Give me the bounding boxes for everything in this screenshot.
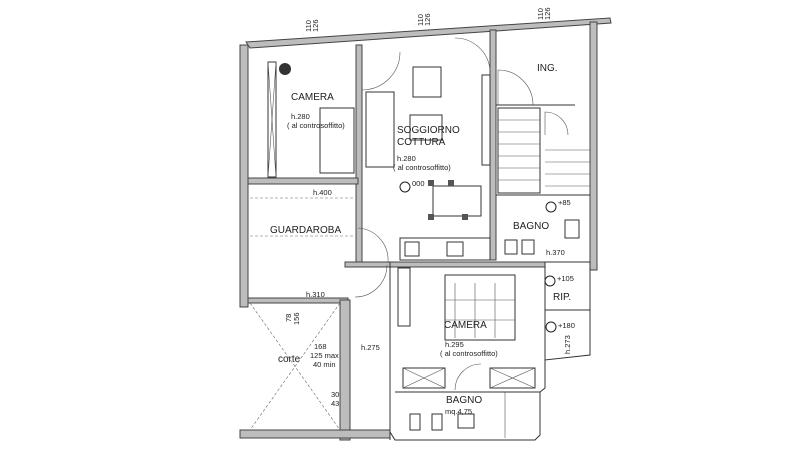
room-note: ( al controsoffitto) — [287, 121, 345, 130]
furniture — [249, 61, 580, 438]
room-height: h.280 — [291, 112, 310, 121]
level-marker-icon — [545, 201, 557, 213]
room-height: h.275 — [361, 343, 380, 352]
room-guardaroba: h.400 GUARDAROBA h.310 — [270, 188, 341, 299]
dimension-label: 126 — [423, 13, 432, 26]
room-name: BAGNO — [446, 395, 482, 406]
room-height: h.273 — [563, 335, 572, 354]
room-height: h.370 — [546, 248, 565, 257]
room-soggiorno: SOGGIORNO COTTURA h.280 ( al controsoffi… — [393, 125, 460, 188]
room-height: h.400 — [313, 188, 332, 197]
dimension-label: 30 — [331, 390, 339, 399]
plant-icon — [279, 63, 291, 75]
room-area: mq.4,75 — [445, 407, 472, 416]
room-camera-bottom: CAMERA h.295 ( al controsoffitto) — [440, 320, 498, 358]
washbasin-icon — [564, 219, 580, 239]
wardrobe-right — [489, 367, 536, 389]
room-height: h.295 — [445, 340, 464, 349]
top-dimensions: 110 126 110 126 110 126 — [304, 7, 552, 32]
room-name: COTTURA — [397, 137, 446, 148]
room-note: ( al controsoffitto) — [393, 163, 451, 172]
wardrobe — [267, 61, 277, 178]
dimension-label: 110 — [536, 8, 545, 20]
room-corte: corte 168 125 max 40 min 30 43 78 156 h.… — [278, 312, 380, 408]
room-name: BAGNO — [513, 221, 549, 232]
room-ripostiglio: RIP. +105 +180 h.273 — [553, 274, 575, 354]
room-height: h.280 — [397, 154, 416, 163]
level-label: 000 — [412, 179, 425, 188]
bed — [319, 107, 355, 174]
dimension-label: 43 — [331, 399, 339, 408]
level-label: +180 — [558, 321, 575, 330]
dimension-label: 156 — [292, 312, 301, 325]
dimension-label: 110 — [416, 14, 425, 26]
room-camera-top: CAMERA h.280 ( al controsoffitto) — [287, 92, 345, 130]
dimension-label: 126 — [543, 7, 552, 20]
room-ingresso: ING. — [537, 63, 558, 74]
room-name: SOGGIORNO — [397, 125, 460, 136]
room-name: corte — [278, 354, 301, 365]
coffee-table — [409, 114, 443, 141]
staircase — [497, 107, 590, 194]
outer-walls — [239, 17, 612, 441]
wardrobe-left — [402, 367, 446, 389]
armchair — [412, 66, 442, 98]
dimension-label: 168 — [314, 342, 327, 351]
kitchen-counter — [399, 237, 491, 261]
dining-table — [432, 185, 482, 217]
room-height: h.310 — [306, 290, 325, 299]
dimension-label: 110 — [304, 20, 313, 32]
level-marker-icon — [545, 321, 557, 333]
level-marker-icon — [544, 275, 556, 287]
dimension-label: 126 — [311, 19, 320, 32]
room-bagno-bottom: BAGNO mq.4,75 — [445, 395, 482, 416]
dimension-label: 125 max — [310, 351, 339, 360]
bidet-icon — [521, 239, 535, 255]
room-name: GUARDAROBA — [270, 225, 341, 236]
level-label: +85 — [558, 198, 571, 207]
room-name: RIP. — [553, 292, 571, 303]
level-marker-icon — [399, 181, 411, 193]
sofa — [365, 91, 395, 168]
room-name: CAMERA — [444, 320, 487, 331]
stove-icon — [404, 241, 420, 257]
room-name: CAMERA — [291, 92, 334, 103]
level-label: +105 — [557, 274, 574, 283]
room-name: ING. — [537, 63, 558, 74]
doors — [354, 37, 569, 391]
level-markers — [399, 181, 557, 333]
sink-icon — [446, 241, 464, 257]
room-bagno-top: BAGNO +85 h.370 — [513, 198, 571, 257]
dimension-label: 40 min — [313, 360, 336, 369]
room-note: ( al controsoffitto) — [440, 349, 498, 358]
toilet-icon — [504, 239, 518, 255]
dimension-label: 78 — [284, 314, 293, 322]
double-bed — [444, 274, 516, 341]
